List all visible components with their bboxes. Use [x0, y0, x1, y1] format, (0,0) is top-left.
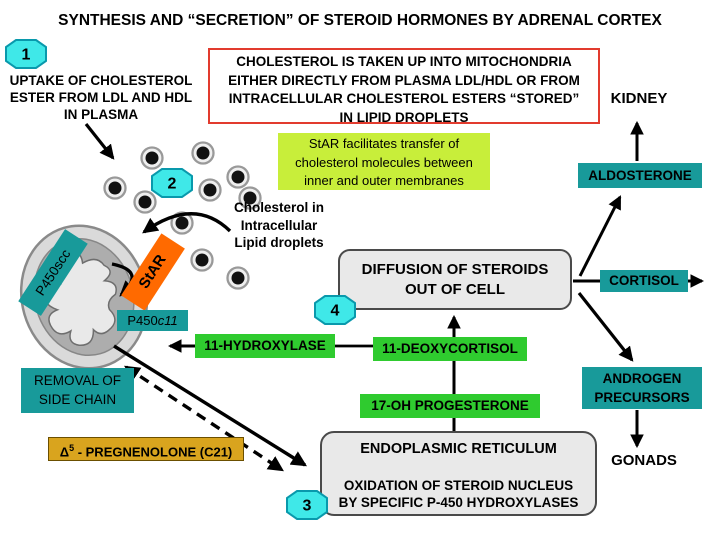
er-title: ENDOPLASMIC RETICULUM — [360, 441, 557, 457]
star-transfer-note-box: StAR facilitates transfer of cholesterol… — [278, 133, 490, 190]
removal-side-chain-box: REMOVAL OF SIDE CHAIN — [21, 368, 134, 413]
step-badge-3-number: 3 — [303, 498, 312, 515]
arrow-er-mitochondrion-dashed — [124, 365, 284, 472]
p450c11-label: P450c11 — [117, 310, 188, 331]
step-badge-2: 2 — [151, 168, 193, 198]
endoplasmic-reticulum-box: ENDOPLASMIC RETICULUM OXIDATION OF STERO… — [320, 431, 597, 516]
kidney-label: KIDNEY — [610, 90, 668, 107]
step-badge-2-number: 2 — [168, 176, 177, 193]
pregnenolone-box: Δ5 - PREGNENOLONE (C21) — [48, 437, 244, 461]
uptake-note: UPTAKE OF CHOLESTEROL ESTER FROM LDL AND… — [9, 73, 193, 122]
slide-title: SYNTHESIS AND “SECRETION” OF STEROID HOR… — [58, 12, 662, 29]
er-body: OXIDATION OF STEROID NUCLEUS BY SPECIFIC… — [338, 478, 579, 510]
cholesterol-molecule-dots — [103, 141, 262, 290]
lipid-droplets-label: Cholesterol in Intracellular Lipid dropl… — [233, 200, 324, 250]
delta-superscript: 5 — [69, 443, 75, 453]
p450c11-italic: c11 — [157, 313, 178, 328]
aldosterone-box: ALDOSTERONE — [578, 163, 702, 188]
arrow-droplets-to-mitochondrion — [142, 212, 232, 234]
step-badge-1: 1 — [5, 39, 47, 69]
androgen-precursors-box: ANDROGEN PRECURSORS — [582, 367, 702, 409]
progesterone-box: 17-OH PROGESTERONE — [360, 394, 540, 418]
arrow-plasma-to-droplets — [84, 123, 115, 160]
arrow-diffusion-to-aldosterone — [578, 195, 622, 277]
gonads-label: GONADS — [611, 452, 677, 469]
step-badge-4: 4 — [314, 295, 356, 325]
delta-symbol: Δ — [59, 444, 70, 460]
deoxycortisol-box: 11-DEOXYCORTISOL — [373, 337, 527, 361]
pregnenolone-text: - PREGNENOLONE (C21) — [74, 444, 233, 460]
arrow-diffusion-to-androgen — [577, 292, 634, 362]
step-badge-1-number: 1 — [22, 47, 31, 64]
hydroxylase-box: 11-HYDROXYLASE — [195, 334, 335, 358]
step-badge-4-number: 4 — [331, 303, 340, 320]
cholesterol-uptake-note-box: CHOLESTEROL IS TAKEN UP INTO MITOCHONDRI… — [208, 48, 600, 125]
diffusion-box: DIFFUSION OF STEROIDS OUT OF CELL — [338, 249, 572, 310]
cortisol-box: CORTISOL — [600, 270, 688, 292]
step-badge-3: 3 — [286, 490, 328, 520]
p450c11-prefix: P450 — [127, 313, 158, 328]
